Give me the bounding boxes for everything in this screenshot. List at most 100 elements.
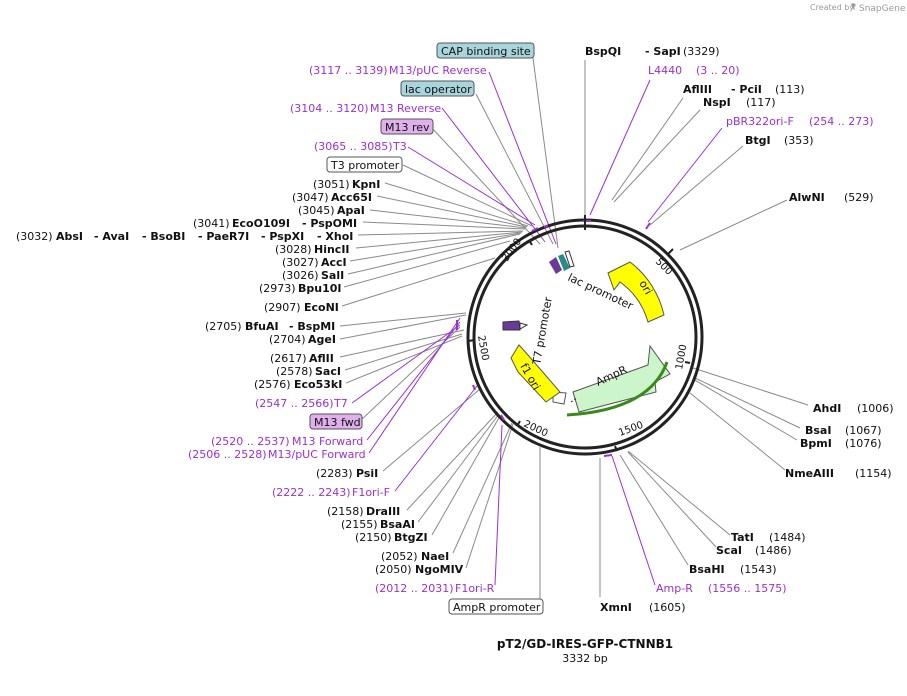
m13-rev-box[interactable]: M13 rev	[380, 118, 434, 135]
tick-label-2500: 2500	[475, 335, 490, 362]
label-amp-r-pos: (1556 .. 1575)	[708, 582, 787, 595]
ori-label: ori	[636, 278, 654, 297]
label-m13puc-forward: M13/pUC Forward	[268, 448, 366, 461]
label-btgi: BtgI	[745, 134, 771, 147]
label-t7-primer: T7	[333, 397, 348, 410]
label-bsaai: BsaAI	[380, 518, 415, 531]
label-absi: AbsI	[56, 230, 83, 243]
label-pcii: - PciI	[731, 83, 762, 96]
label-draiii-pos: (2158)	[327, 505, 364, 518]
label-eco53ki-pos: (2576)	[254, 378, 291, 391]
feature-ori[interactable]: ori	[607, 261, 665, 323]
label-f1ori-f: F1ori-F	[352, 486, 390, 499]
label-m13-reverse-pos: (3104 .. 3120)	[290, 102, 369, 115]
label-lac-operator: lac operator	[405, 83, 472, 96]
tick-marks	[468, 215, 691, 452]
label-xhoi: - XhoI	[317, 230, 353, 243]
label-bpu10i-pos: (2973)	[259, 282, 296, 295]
label-alwni-pos: (529)	[844, 191, 874, 204]
label-hincii: HincII	[314, 243, 350, 256]
t7-promoter-label: T7 promoter	[530, 296, 555, 367]
label-m13-forward-pos: (2520 .. 2537)	[211, 435, 290, 448]
label-kpni: KpnI	[352, 178, 380, 191]
label-f1ori-r-pos: (2012 .. 2031)	[375, 582, 454, 595]
label-bsaai-pos: (2155)	[341, 518, 378, 531]
label-bsahi-pos: (1543)	[740, 563, 777, 576]
label-acc65i: Acc65I	[331, 191, 372, 204]
label-m13puc-forward-pos: (2506 .. 2528)	[188, 448, 267, 461]
label-aflii-pos: (2617)	[270, 352, 307, 365]
label-bpmi: BpmI	[800, 437, 832, 450]
label-draiii: DraIII	[366, 505, 400, 518]
label-econi-pos: (2907)	[264, 301, 301, 314]
snapgene-logo-icon	[851, 3, 856, 11]
label-cap-binding-site: CAP binding site	[441, 45, 531, 58]
tick-label-1000: 1000	[674, 344, 689, 371]
label-agei-pos: (2704)	[269, 333, 306, 346]
label-kpni-pos: (3051)	[313, 178, 350, 191]
label-nmeaiii: NmeAIII	[785, 467, 834, 480]
label-sali-pos: (3026)	[282, 269, 319, 282]
plasmid-length: 3332 bp	[562, 652, 607, 665]
label-psii: PsiI	[356, 467, 378, 480]
feature-ampr[interactable]: AmpR	[566, 344, 671, 417]
label-ampr-promoter: AmpR promoter	[453, 601, 541, 614]
tick-label-1500: 1500	[617, 420, 645, 439]
label-t3: T3	[392, 140, 407, 153]
ampr-promoter-box[interactable]: AmpR promoter	[448, 598, 544, 615]
label-tati: TatI	[731, 531, 754, 544]
label-ahdi-pos: (1006)	[857, 402, 894, 415]
t3-promoter-box[interactable]: T3 promoter	[326, 156, 403, 173]
label-ngomiv: NgoMIV	[415, 563, 464, 576]
label-alwni: AlwNI	[789, 191, 825, 204]
label-psii-pos: (2283)	[316, 467, 353, 480]
label-econi: EcoNI	[304, 301, 339, 314]
credit-text: Created by	[810, 3, 854, 12]
label-bspqi: BspQI	[585, 45, 621, 58]
label-ngomiv-pos: (2050)	[375, 563, 412, 576]
label-m13-fwd: M13 fwd	[314, 416, 361, 429]
plasmid-name: pT2/GD-IRES-GFP-CTNNB1	[497, 637, 673, 651]
label-f1ori-r: F1ori-R	[455, 582, 495, 595]
label-bspqi-pos: (3329)	[683, 45, 720, 58]
label-scai: ScaI	[716, 544, 742, 557]
label-ahdi: AhdI	[813, 402, 841, 415]
label-bfuai-pos: (2705)	[205, 320, 242, 333]
brand-text: SnapGene	[859, 4, 906, 14]
label-m13-forward: M13 Forward	[292, 435, 363, 448]
label-btgi-pos: (353)	[784, 134, 814, 147]
label-acc65i-pos: (3047)	[292, 191, 329, 204]
label-apai: ApaI	[337, 204, 365, 217]
label-tati-pos: (1484)	[769, 531, 806, 544]
label-acci: AccI	[321, 256, 347, 269]
label-m13puc-reverse-pos: (3117 .. 3139)	[309, 64, 388, 77]
label-bpmi-pos: (1076)	[845, 437, 882, 450]
leader-lines-left	[339, 57, 559, 600]
cap-binding-site-box[interactable]: CAP binding site	[436, 42, 535, 59]
label-afliii: AflIII	[683, 83, 712, 96]
label-amp-r: Amp-R	[656, 582, 693, 595]
label-t7-primer-pos: (2547 .. 2566)	[255, 397, 334, 410]
m13-fwd-box[interactable]: M13 fwd	[309, 413, 363, 430]
label-nspi: NspI	[703, 96, 731, 109]
label-bsobi: - BsoBI	[142, 230, 185, 243]
label-aflii: AflII	[309, 352, 334, 365]
tick-label-3000: 3000	[500, 237, 524, 264]
label-l4440: L4440	[648, 64, 682, 77]
label-bsai: BsaI	[805, 424, 831, 437]
lac-operator-box[interactable]: lac operator	[400, 80, 475, 97]
label-absi-pos: (3032)	[16, 230, 53, 243]
leader-lines-right	[584, 60, 809, 597]
label-m13-reverse: M13 Reverse	[370, 102, 441, 115]
label-pbr322ori-f-pos: (254 .. 273)	[809, 115, 874, 128]
label-agei: AgeI	[308, 333, 336, 346]
label-bspmi: - BspMI	[289, 320, 335, 333]
label-avai: - AvaI	[94, 230, 129, 243]
label-ecoo109i: EcoO109I	[232, 217, 290, 230]
label-naei: NaeI	[421, 550, 449, 563]
primer-marks	[456, 220, 651, 457]
label-bfuai: BfuAI	[245, 320, 279, 333]
label-m13-rev: M13 rev	[385, 121, 430, 134]
label-sapi: - SapI	[645, 45, 681, 58]
